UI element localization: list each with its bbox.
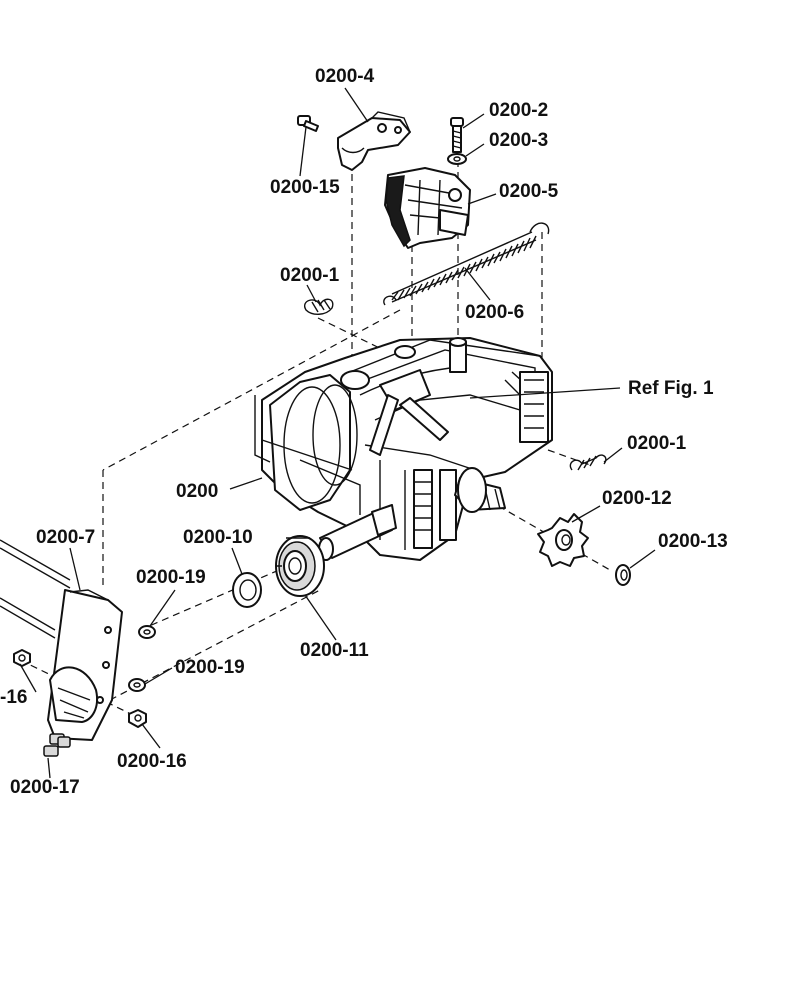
callout-labels: 0200-4 0200-2 0200-3 0200-15 0200-5 0200… bbox=[0, 66, 728, 798]
callout-0200-5: 0200-5 bbox=[499, 181, 559, 202]
callout-0200-1-right: 0200-1 bbox=[627, 433, 687, 454]
callout-0200-13: 0200-13 bbox=[658, 531, 728, 552]
callout-0200: 0200 bbox=[176, 481, 218, 502]
retaining-ring-part bbox=[615, 564, 631, 586]
callout-ref-fig-1: Ref Fig. 1 bbox=[628, 378, 714, 399]
seal-washer-part bbox=[232, 572, 262, 608]
bracket-plate-part bbox=[0, 539, 123, 741]
callout-0200-1-upper: 0200-1 bbox=[280, 265, 340, 286]
callout-0200-3: 0200-3 bbox=[489, 130, 548, 151]
screw-part bbox=[450, 117, 464, 153]
small-bolt-part bbox=[297, 115, 319, 132]
small-screws-part bbox=[43, 733, 71, 757]
callout-0200-19-upper: 0200-19 bbox=[136, 567, 206, 588]
callout-0200-6: 0200-6 bbox=[465, 302, 524, 323]
clip-spring-right-part bbox=[569, 454, 607, 471]
clip-spring-upper-part bbox=[304, 298, 334, 315]
shift-arm-part bbox=[337, 111, 411, 171]
small-washers bbox=[128, 625, 156, 692]
callout-0200-4: 0200-4 bbox=[315, 66, 375, 87]
leader-lines bbox=[19, 87, 656, 779]
callout-0200-12: 0200-12 bbox=[602, 488, 672, 509]
bearing-part bbox=[275, 535, 325, 597]
pinion-gear-part bbox=[537, 513, 589, 567]
callout-0200-10: 0200-10 bbox=[183, 527, 253, 548]
cam-plate-part bbox=[384, 167, 471, 249]
callout-0200-16-right: 0200-16 bbox=[117, 751, 187, 772]
callout-0200-11: 0200-11 bbox=[300, 640, 369, 661]
washer-part bbox=[447, 153, 467, 165]
extension-spring-part bbox=[383, 222, 550, 306]
callout-0200-15: 0200-15 bbox=[270, 177, 340, 198]
callout-0200-7: 0200-7 bbox=[36, 527, 95, 548]
hex-nuts bbox=[13, 649, 147, 728]
callout-0200-2: 0200-2 bbox=[489, 100, 548, 121]
callout-0200-16-left: -16 bbox=[0, 687, 27, 708]
callout-0200-19-lower: 0200-19 bbox=[175, 657, 245, 678]
transaxle-housing bbox=[254, 337, 553, 561]
callout-0200-17: 0200-17 bbox=[10, 777, 80, 798]
